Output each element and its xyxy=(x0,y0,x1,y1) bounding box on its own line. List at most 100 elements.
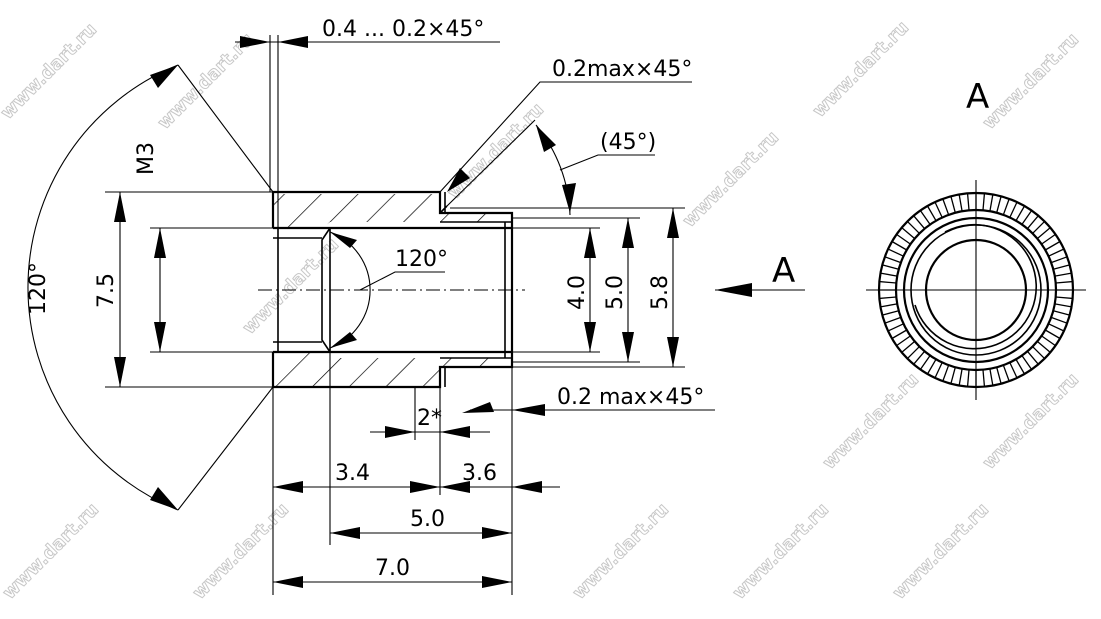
knurl-tick xyxy=(879,296,897,300)
knurl-tick xyxy=(950,196,956,213)
len-bore-label: 5.0 xyxy=(410,507,445,532)
knurl-tick xyxy=(880,303,898,308)
hatch-top xyxy=(273,194,512,228)
knurl-tick xyxy=(1050,256,1068,264)
knurl-tick xyxy=(901,227,916,240)
watermark-text: www.dart.ru xyxy=(239,234,343,338)
dimension-lines xyxy=(27,36,805,588)
knurl-tick xyxy=(1044,240,1061,251)
chamfer-step-bottom-label: 0.2 max×45° xyxy=(557,385,704,410)
thread-label: M3 xyxy=(134,142,159,175)
inner-diameter-label: 5.0 xyxy=(603,275,628,310)
knurl-tick xyxy=(1054,303,1072,308)
knurl-tick xyxy=(1026,215,1039,230)
knurl-tick xyxy=(926,358,937,375)
watermark-text: www.dart.ru xyxy=(444,99,548,203)
knurl-tick xyxy=(1036,227,1051,240)
knurl-tick xyxy=(942,198,950,216)
knurl-tick xyxy=(919,210,931,225)
dimension-labels: 0.4 ... 0.2×45° 0.2max×45° (45°) 120° M3… xyxy=(26,17,989,581)
drill-angle-label: 120° xyxy=(395,247,448,272)
chamfer-step-top-label: 0.2max×45° xyxy=(552,57,692,82)
knurl-tick xyxy=(1009,201,1018,218)
watermark-text: www.dart.ru xyxy=(189,499,293,603)
knurl-tick xyxy=(896,233,911,245)
knurl-tick xyxy=(1053,264,1070,270)
knurl-tick xyxy=(1015,205,1026,222)
knurl-tick xyxy=(934,201,943,218)
knurl-tick xyxy=(1050,316,1068,324)
knurl-tick xyxy=(1053,310,1070,316)
knurl-tick xyxy=(1015,358,1026,375)
angle-45-label: (45°) xyxy=(600,130,656,155)
knurl-tick xyxy=(1044,329,1061,340)
knurl-tick xyxy=(1041,233,1056,245)
watermark-text: www.dart.ru xyxy=(0,19,101,123)
watermark-text: www.dart.ru xyxy=(679,127,783,231)
watermark-text: www.dart.ru xyxy=(0,499,103,603)
knurl-tick xyxy=(1055,296,1073,300)
watermark-text: www.dart.ru xyxy=(809,17,913,121)
knurl-tick xyxy=(884,316,902,324)
knurl-tick xyxy=(1026,350,1039,365)
len-right-label: 3.6 xyxy=(462,461,497,486)
knurl-tick xyxy=(1021,210,1033,225)
hatch-bottom xyxy=(273,352,512,386)
watermark-text: www.dart.ru xyxy=(819,369,923,473)
knurl-tick xyxy=(958,194,963,212)
knurl-tick xyxy=(1036,340,1051,353)
knurl-tick xyxy=(996,367,1002,384)
watermark-text: www.dart.ru xyxy=(889,499,993,603)
knurl-tick xyxy=(913,350,926,365)
knurl-tick xyxy=(1041,335,1056,347)
knurl-tick xyxy=(891,329,908,340)
end-view-a xyxy=(866,180,1086,400)
knurl-tick xyxy=(942,364,950,382)
watermark-text: www.dart.ru xyxy=(569,499,673,603)
knurl-tick xyxy=(989,194,994,212)
knurl-tick xyxy=(1032,220,1046,234)
knurl-tick xyxy=(882,310,899,316)
knurl-tick xyxy=(1009,362,1018,379)
knurl-tick xyxy=(950,367,956,384)
len-total-label: 7.0 xyxy=(375,556,410,581)
knurl-tick xyxy=(887,248,904,257)
knurl-tick xyxy=(1048,323,1065,332)
knurl-tick xyxy=(1048,248,1065,257)
knurl-tick xyxy=(880,272,898,277)
len-left-label: 3.4 xyxy=(335,461,370,486)
knurl-tick xyxy=(891,240,908,251)
knurl-tick xyxy=(901,340,916,353)
view-label: A xyxy=(966,77,989,117)
knurl-tick xyxy=(982,369,986,387)
knurl-tick xyxy=(906,220,920,234)
knurl-tick xyxy=(1055,280,1073,284)
extension-lines xyxy=(105,35,692,595)
chamfer-top-label: 0.4 ... 0.2×45° xyxy=(322,17,484,42)
watermark-text: www.dart.ru xyxy=(729,499,833,603)
knurl-tick xyxy=(879,280,897,284)
knurl-tick xyxy=(989,368,994,386)
knurl-tick xyxy=(934,362,943,379)
bore-diameter-label: 4.0 xyxy=(565,275,590,310)
knurl-tick xyxy=(884,256,902,264)
knurl-tick xyxy=(1002,364,1010,382)
knurl-tick xyxy=(926,205,937,222)
knurl-tick xyxy=(1002,198,1010,216)
knurl-tick xyxy=(996,196,1002,213)
knurl-tick xyxy=(966,193,970,211)
knurl-tick xyxy=(1032,346,1046,360)
knurl-tick xyxy=(1021,355,1033,370)
knurl-tick xyxy=(896,335,911,347)
knurl-tick xyxy=(982,193,986,211)
knurl-tick xyxy=(966,369,970,387)
knurl-tick xyxy=(1054,272,1072,277)
part-section xyxy=(258,190,525,389)
knurl-tick xyxy=(882,264,899,270)
section-arrow-label: A xyxy=(772,251,795,291)
watermark-text: www.dart.ru xyxy=(979,29,1083,133)
knurl-tick xyxy=(919,355,931,370)
